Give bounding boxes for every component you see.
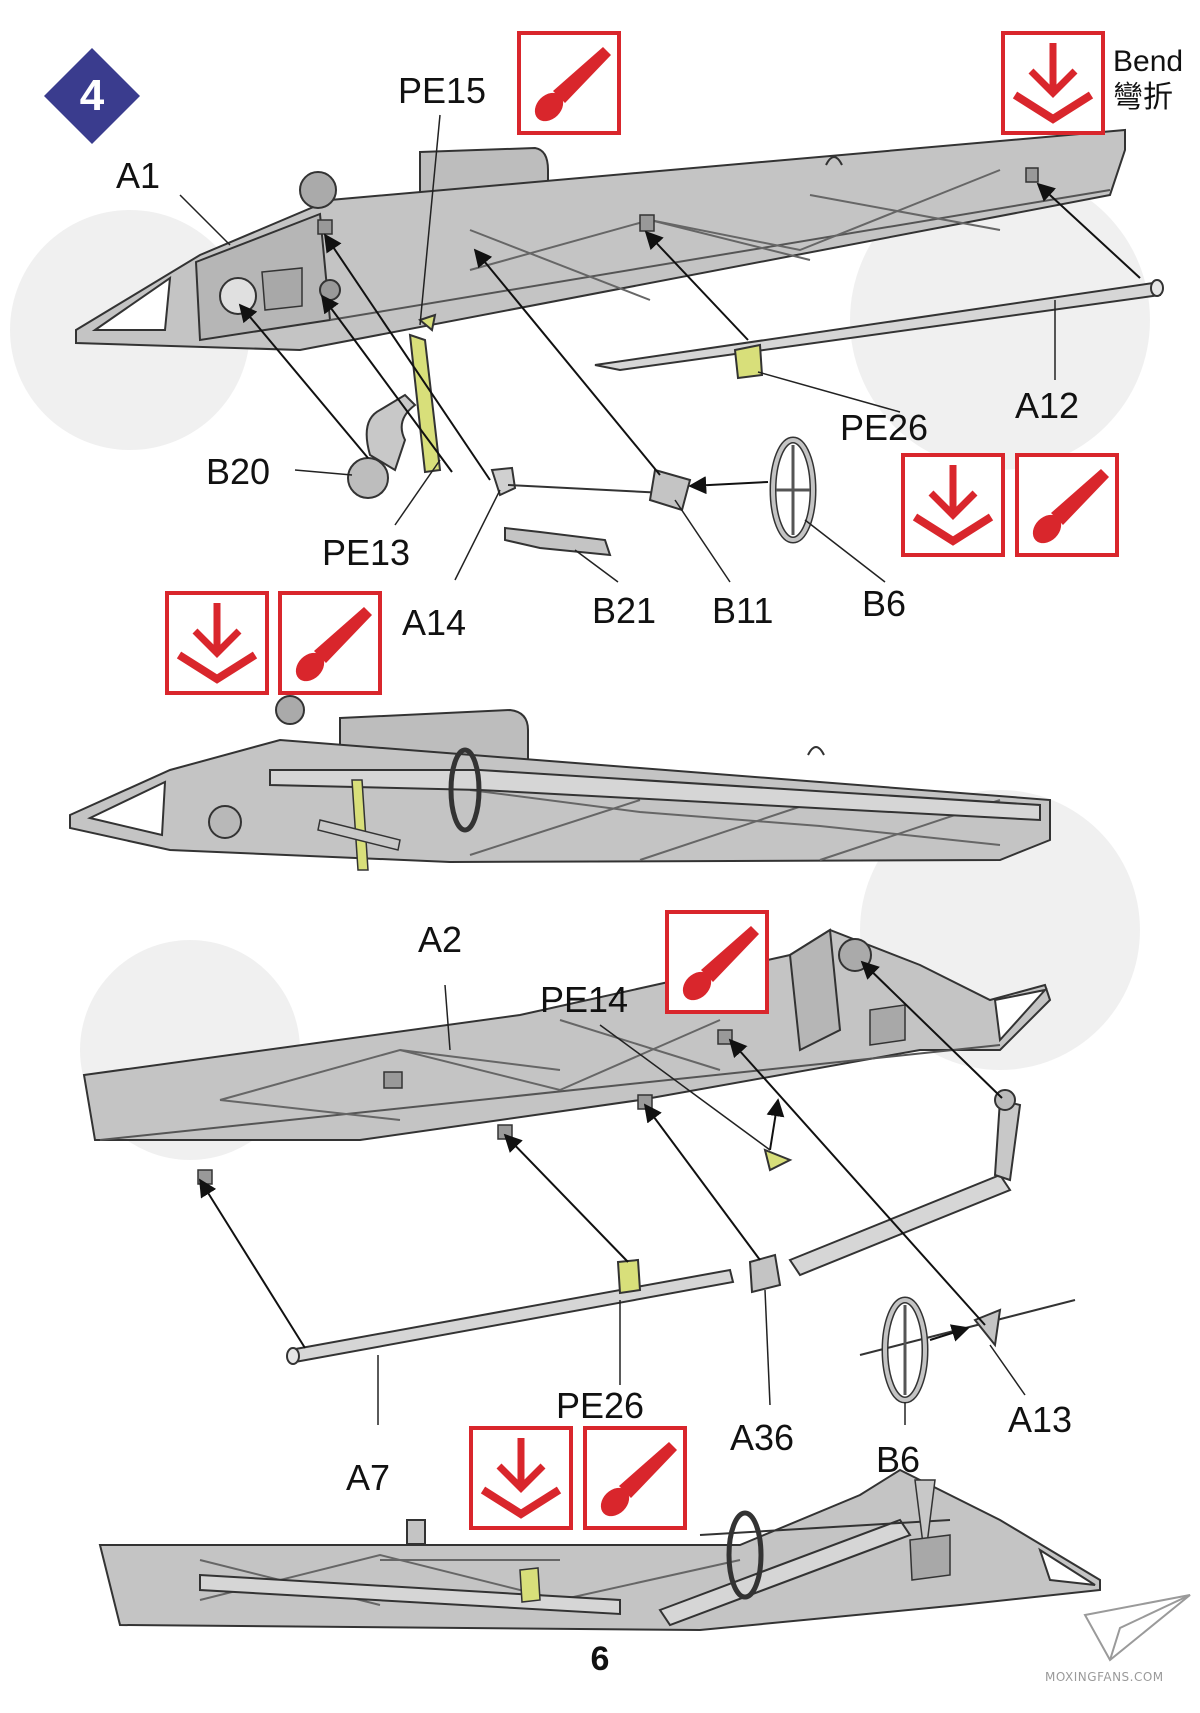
arrows-top [238,182,1141,495]
label-b6-bottom: B6 [876,1439,921,1480]
label-a36: A36 [730,1417,795,1458]
label-pe26-top: PE26 [840,407,929,448]
completed-view-top [69,695,1051,871]
label-pe14: PE14 [540,979,629,1020]
label-pe13: PE13 [322,532,411,573]
label-a2: A2 [418,919,463,960]
label-a7: A7 [346,1457,391,1498]
label-a1: A1 [116,155,161,196]
step-number: 4 [79,71,105,120]
leaders-a2 [377,984,1026,1425]
step-badge: 4 [44,48,140,144]
label-a12: A12 [1015,385,1080,426]
page-number: 6 [590,1640,610,1678]
completed-view-bottom [98,1468,1101,1632]
parts-a2 [286,1089,1076,1404]
label-b6-top: B6 [862,583,907,624]
bend-legend-en: Bend [1113,45,1184,78]
step-badge-diamond [44,48,140,144]
label-b20: B20 [206,451,271,492]
label-a14: A14 [402,602,467,643]
label-a13: A13 [1008,1399,1073,1440]
label-b21: B21 [592,590,657,631]
label-b11: B11 [712,590,774,631]
arrows-a2 [199,960,1003,1349]
leaders-top [179,114,1056,583]
bend-legend-zh: 彎折 [1113,81,1173,114]
label-pe15: PE15 [398,70,487,111]
parts-top [347,279,1164,557]
bend-legend: Bend 彎折 [1113,44,1183,116]
label-pe26-bottom: PE26 [556,1385,645,1426]
paper-plane-icon [1083,1594,1191,1662]
watermark-text: MOXINGFANS.COM [1045,1670,1164,1684]
